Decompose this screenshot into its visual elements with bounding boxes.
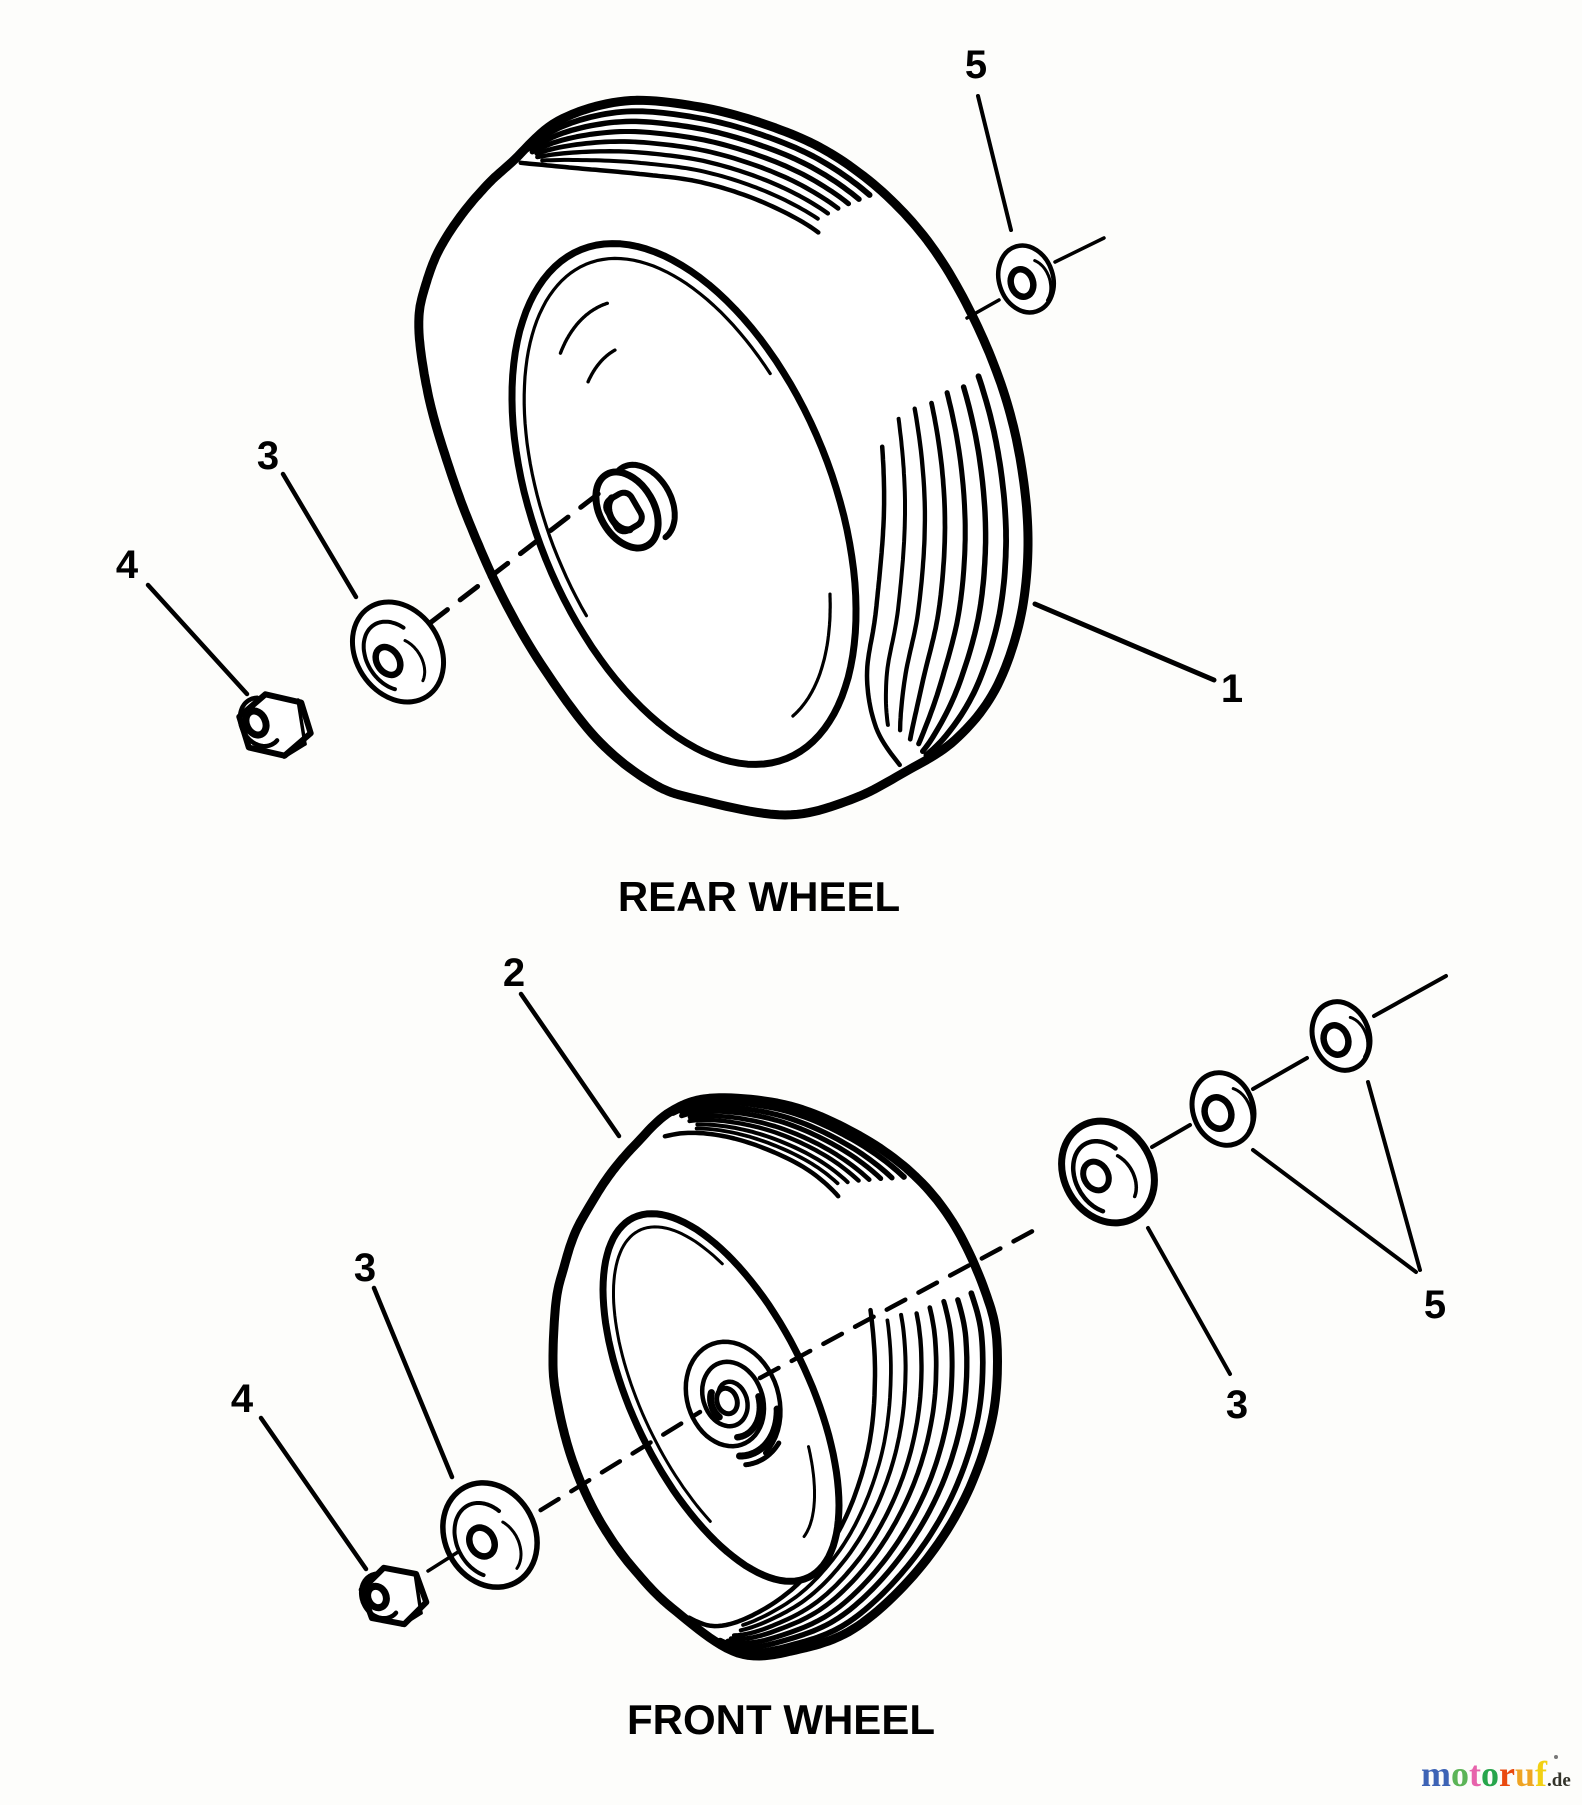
svg-text:4: 4	[231, 1377, 254, 1421]
svg-text:5: 5	[1424, 1283, 1446, 1327]
svg-text:2: 2	[503, 951, 525, 995]
svg-text:motoruf.de: motoruf.de	[1421, 1754, 1571, 1794]
svg-text:5: 5	[965, 43, 987, 87]
svg-text:3: 3	[354, 1246, 376, 1290]
svg-text:REAR WHEEL: REAR WHEEL	[618, 873, 900, 920]
svg-text:3: 3	[257, 434, 279, 478]
svg-text:4: 4	[116, 543, 139, 587]
svg-text:3: 3	[1226, 1383, 1248, 1427]
svg-text:FRONT WHEEL: FRONT WHEEL	[627, 1696, 935, 1743]
svg-text:1: 1	[1221, 667, 1243, 711]
